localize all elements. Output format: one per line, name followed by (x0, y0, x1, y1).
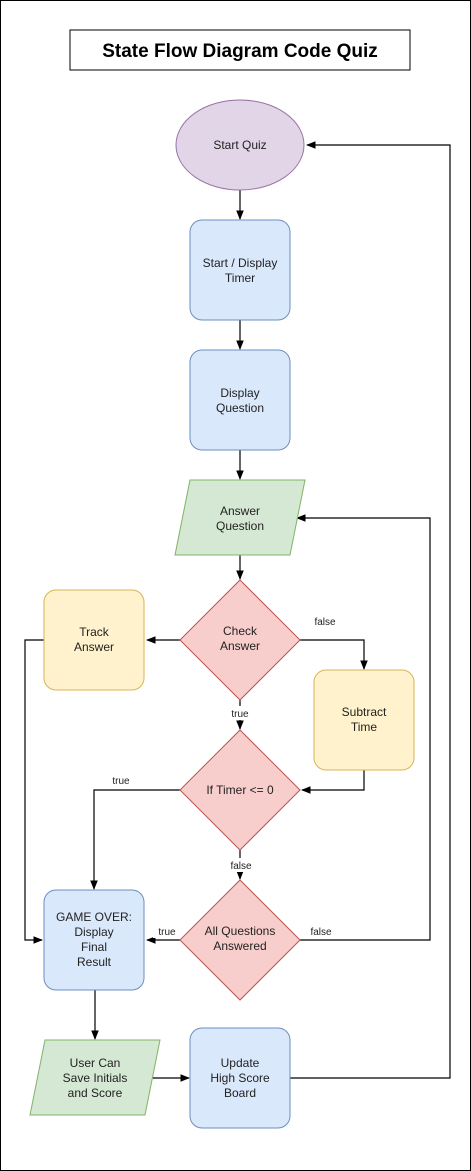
node-save-initials-line1: User Can (70, 1056, 121, 1070)
node-update-board-line2: High Score (210, 1071, 270, 1085)
node-game-over: GAME OVER: Display Final Result (43, 889, 145, 991)
node-check-answer-line2: Answer (220, 639, 260, 653)
node-save-initials-line3: and Score (68, 1086, 123, 1100)
node-answer-question: Answer Question (174, 479, 306, 556)
node-game-over-line1: GAME OVER: (56, 910, 132, 924)
node-game-over-line3: Final (81, 940, 107, 954)
label-check-true: true (231, 709, 249, 720)
diagram-title: State Flow Diagram Code Quiz (102, 41, 378, 62)
node-save-initials-line2: Save Initials (63, 1071, 128, 1085)
node-all-answered-line2: Answered (213, 939, 266, 953)
label-answered-true: true (158, 927, 176, 938)
edge-check-false-to-subtract (300, 639, 368, 670)
node-start-timer-line2: Timer (225, 271, 255, 285)
label-timer-true: true (112, 776, 130, 787)
edge-subtract-to-timer (301, 770, 365, 794)
label-answered-false: false (310, 927, 332, 938)
node-update-board: Update High Score Board (189, 1027, 291, 1129)
node-start-timer: Start / Display Timer (189, 219, 291, 321)
node-start-quiz-label: Start Quiz (213, 138, 266, 152)
node-display-question: Display Question (189, 349, 291, 451)
node-display-question-line2: Question (216, 401, 264, 415)
node-track-answer: Track Answer (43, 589, 145, 691)
edge-track-to-gameover (24, 639, 44, 944)
node-answer-question-line2: Question (216, 519, 264, 533)
edge-timer-true-to-gameover (90, 789, 180, 890)
node-all-answered-line1: All Questions (205, 924, 276, 938)
node-timer-check-label: If Timer <= 0 (206, 783, 274, 797)
node-start-quiz: Start Quiz (175, 99, 305, 191)
node-save-initials: User Can Save Initials and Score (29, 1039, 161, 1116)
node-check-answer: Check Answer (179, 579, 301, 701)
node-track-answer-line2: Answer (74, 640, 114, 654)
node-display-question-line1: Display (220, 386, 259, 400)
node-track-answer-line1: Track (79, 625, 110, 639)
node-update-board-line1: Update (221, 1056, 260, 1070)
edge-update-to-start (290, 141, 451, 1079)
label-timer-false: false (230, 861, 252, 872)
node-game-over-line2: Display (74, 925, 113, 939)
node-check-answer-line1: Check (223, 624, 258, 638)
node-subtract-time-line2: Time (351, 720, 378, 734)
node-start-timer-line1: Start / Display (203, 256, 278, 270)
node-timer-check: If Timer <= 0 (179, 729, 301, 851)
node-all-answered: All Questions Answered (179, 879, 301, 1001)
node-subtract-time: Subtract Time (313, 669, 415, 771)
node-update-board-line3: Board (224, 1086, 256, 1100)
edge-answered-false-to-answer (296, 514, 431, 941)
node-game-over-line4: Result (77, 955, 112, 969)
node-subtract-time-line1: Subtract (342, 705, 387, 719)
node-answer-question-line1: Answer (220, 504, 260, 518)
title-box: State Flow Diagram Code Quiz (69, 29, 411, 71)
label-check-false: false (314, 617, 336, 628)
